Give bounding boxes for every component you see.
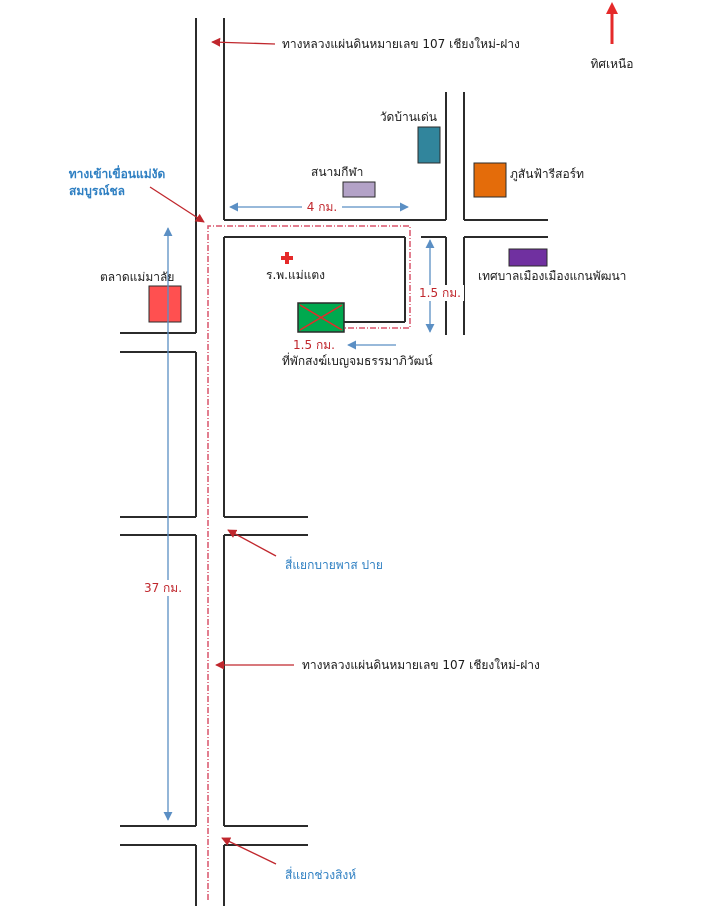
stadium-label: สนามกีฬา (311, 165, 363, 179)
distance-1-5-vertical: 1.5 กม. (419, 286, 461, 300)
north-label: ทิศเหนือ (591, 57, 634, 71)
distance-1-5-horizontal: 1.5 กม. (293, 338, 335, 352)
destination-label: ที่พักสงฆ์เบญจมธรรมาภิวัฒน์ (282, 352, 433, 368)
hospital-cross-icon (281, 252, 293, 264)
market-label: ตลาดแม่มาลัย (100, 270, 174, 284)
distance-37km: 37 กม. (144, 581, 182, 595)
highway-bottom-label: ทางหลวงแผ่นดินหมายเลข 107 เชียงใหม่-ฝาง (302, 658, 540, 672)
dam-entrance-label-line2: สมบูรณ์ชล (69, 184, 125, 199)
temple-label: วัดบ้านเด่น (380, 110, 437, 124)
hospital-label: ร.พ.แม่แตง (266, 268, 325, 282)
resort-label: ภูสันฟ้ารีสอร์ท (510, 167, 584, 182)
market-marker (148, 285, 182, 323)
highway-top-label: ทางหลวงแผ่นดินหมายเลข 107 เชียงใหม่-ฝาง (282, 37, 520, 51)
municipality-label: เทศบาลเมืองเมืองแกนพัฒนา (478, 269, 626, 283)
distance-4km: 4 กม. (307, 200, 337, 214)
dam-entrance-label-line1: ทางเข้าเขื่อนแม่งัด (69, 165, 166, 181)
pointer-arrows (149, 37, 294, 865)
dam-entrance-pointer (149, 186, 205, 223)
chuang-sing-junction-label: สี่แยกช่วงสิงห์ (285, 866, 356, 882)
bypass-pointer (227, 529, 277, 557)
temple-marker (417, 126, 441, 164)
municipality-marker (508, 248, 548, 267)
chuang-sing-pointer (221, 837, 277, 865)
resort-marker (473, 162, 507, 198)
roads (120, 18, 548, 906)
highway-top-pointer (211, 37, 276, 47)
bypass-junction-label: สี่แยกบายพาส ปาย (285, 556, 383, 572)
destination-marker (297, 302, 345, 333)
stadium-marker (342, 181, 376, 198)
